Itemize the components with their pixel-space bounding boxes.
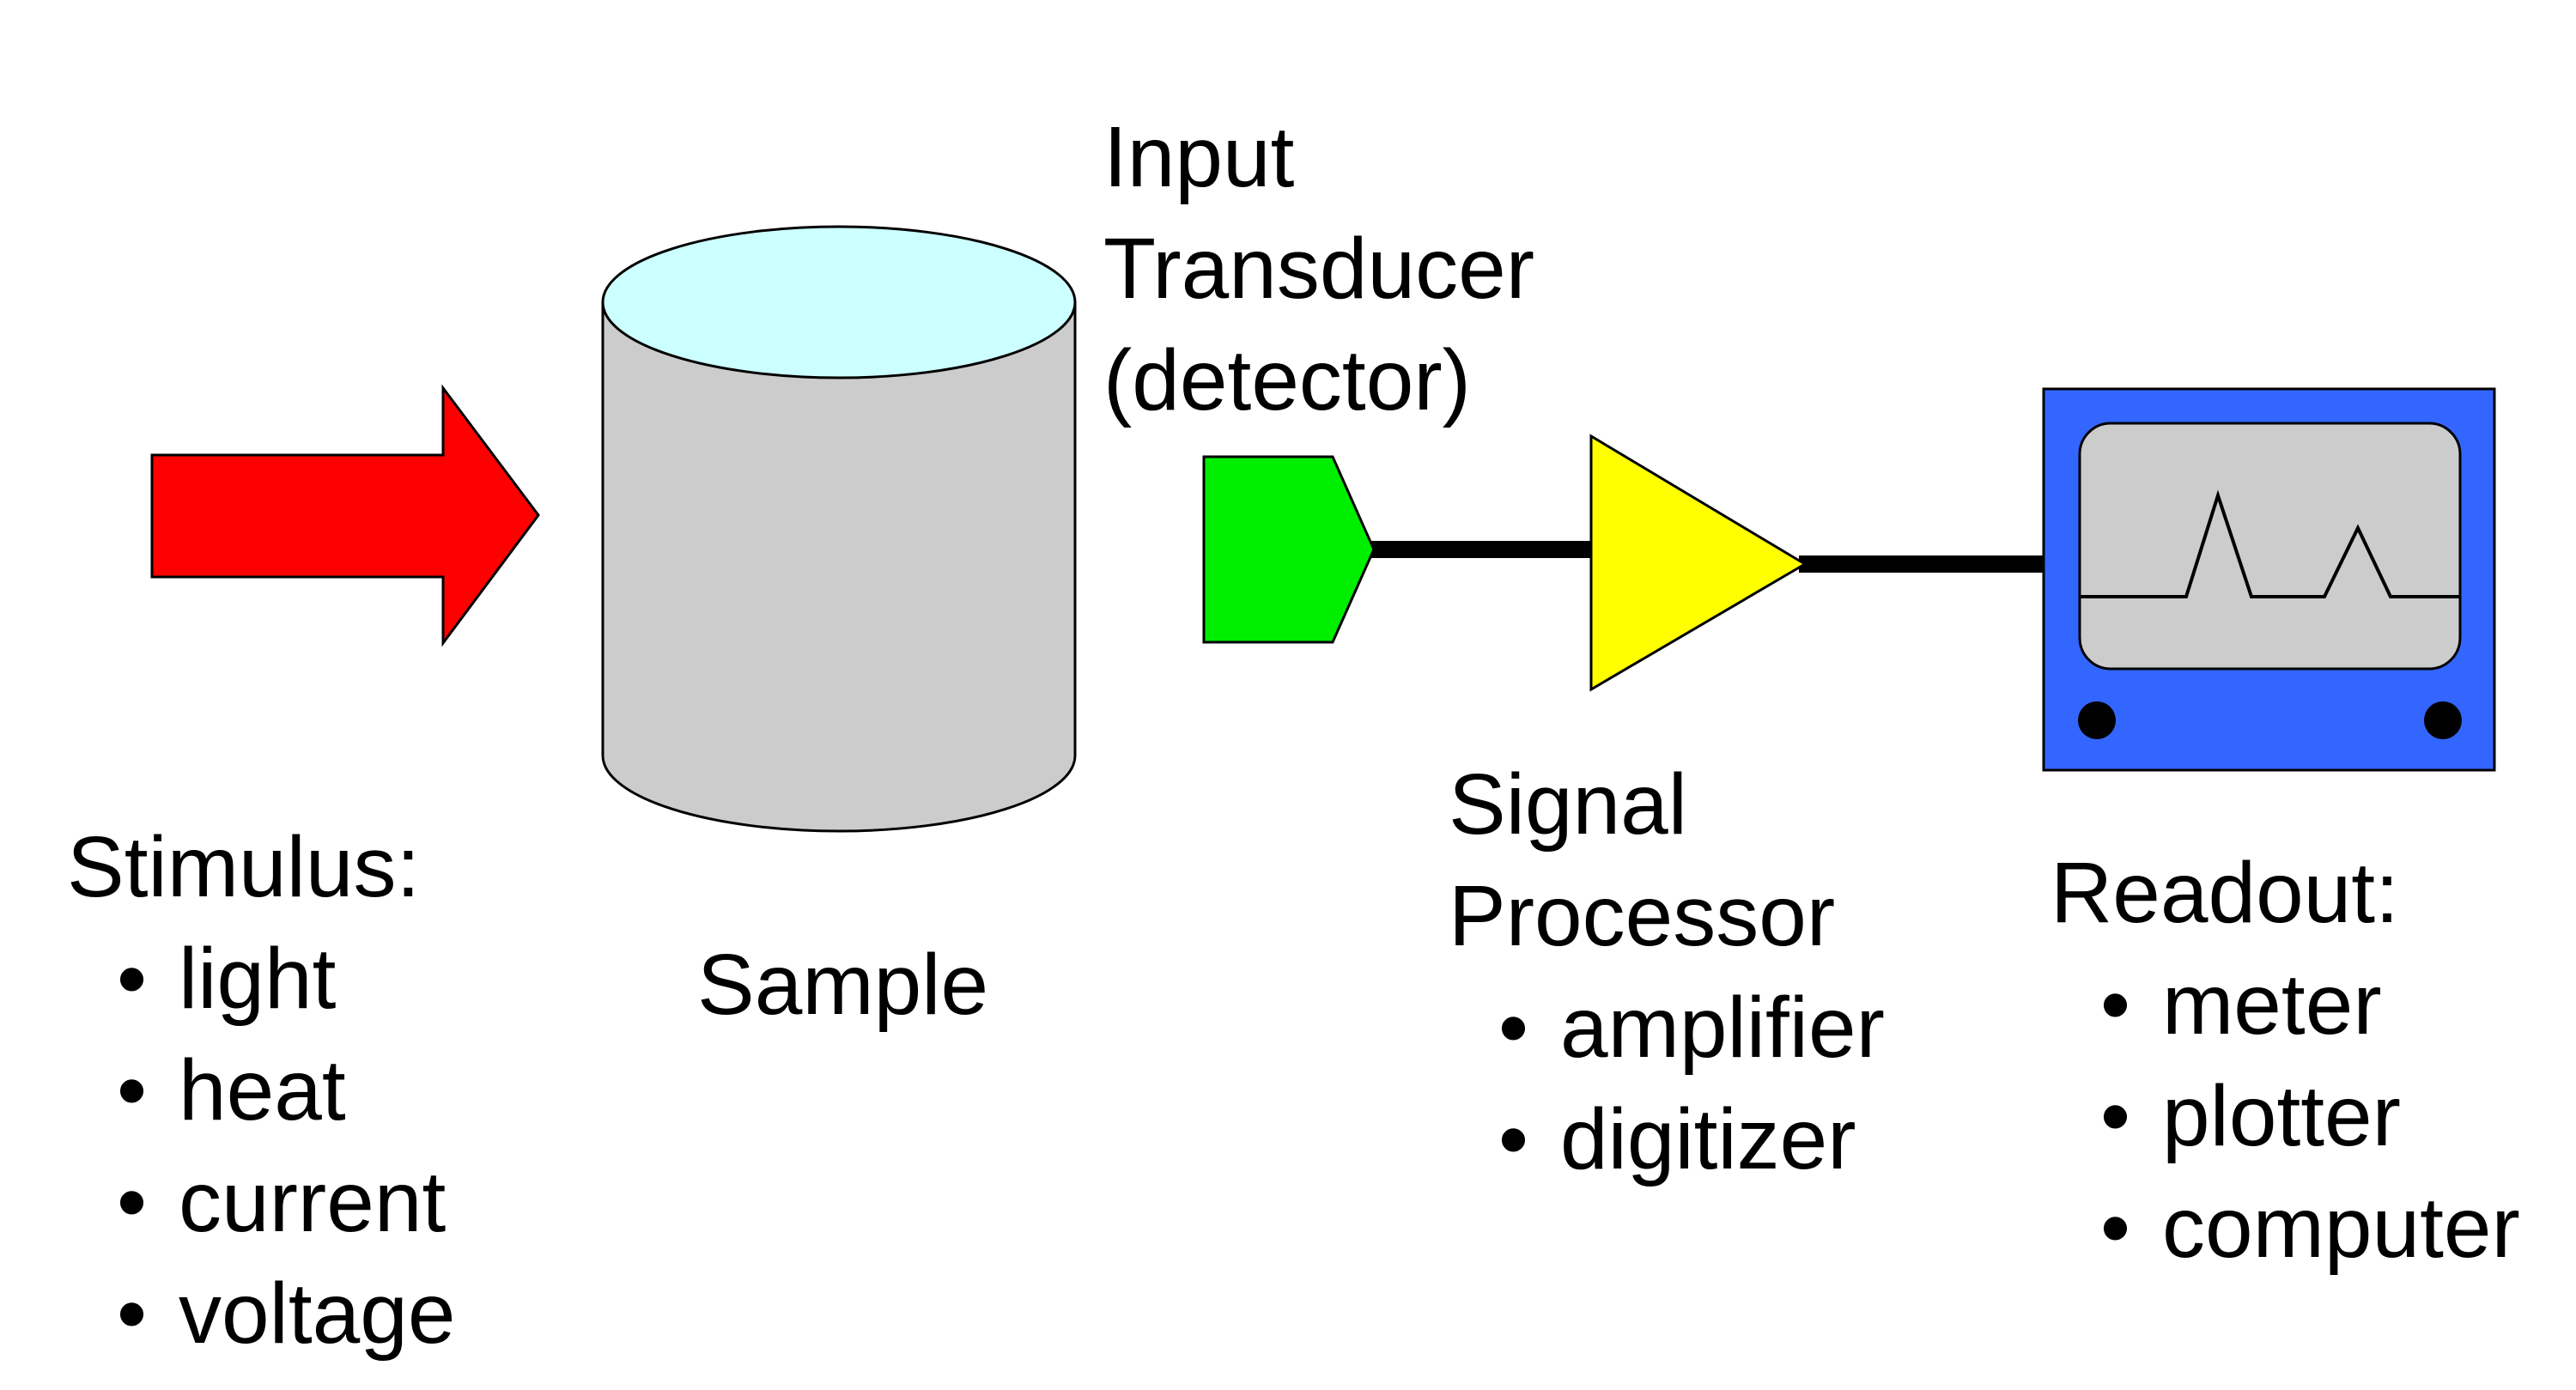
readout-signal-trace [2080, 489, 2460, 598]
readout-left-knob [2078, 701, 2116, 739]
sample-cylinder [601, 225, 1077, 833]
transducer-label-line: Transducer [1103, 221, 1535, 317]
signal-processor-item: amplifier [1449, 972, 1885, 1083]
transducer-detector-shape [1202, 455, 1376, 644]
readout-item: meter [2050, 949, 2520, 1060]
stimulus-item: voltage [67, 1258, 455, 1369]
sample-cylinder-top [601, 225, 1077, 379]
readout-monitor [2042, 387, 2496, 772]
transducer-label-line: (detector) [1103, 332, 1471, 428]
readout-monitor-screen [2078, 422, 2462, 671]
stimulus-label: Stimulus: light heat current voltage [67, 811, 455, 1369]
signal-processor-item: digitizer [1449, 1083, 1885, 1195]
signal-processor-list: amplifier digitizer [1449, 972, 1885, 1195]
stimulus-arrow [150, 384, 540, 647]
amplifier-triangle [1589, 434, 1807, 692]
transducer-label: Input Transducer (detector) [1103, 101, 1534, 436]
signal-processor-label-line: Processor [1449, 868, 1836, 964]
sample-title: Sample [697, 937, 989, 1033]
readout-right-knob [2424, 701, 2462, 739]
sample-cylinder-body [601, 300, 1077, 833]
readout-list: meter plotter computer [2050, 949, 2520, 1284]
readout-title: Readout: [2050, 845, 2399, 941]
stimulus-list: light heat current voltage [67, 923, 455, 1369]
sample-label: Sample [697, 929, 988, 1041]
readout-label: Readout: meter plotter computer [2050, 837, 2520, 1284]
readout-item: plotter [2050, 1060, 2520, 1172]
stimulus-item: current [67, 1146, 455, 1258]
readout-item: computer [2050, 1172, 2520, 1284]
signal-processor-label-line: Signal [1449, 756, 1687, 853]
stimulus-title: Stimulus: [67, 819, 421, 915]
stimulus-item: heat [67, 1035, 455, 1146]
transducer-label-line: Input [1103, 109, 1295, 205]
stimulus-item: light [67, 923, 455, 1035]
signal-processor-label: Signal Processor amplifier digitizer [1449, 749, 1885, 1195]
